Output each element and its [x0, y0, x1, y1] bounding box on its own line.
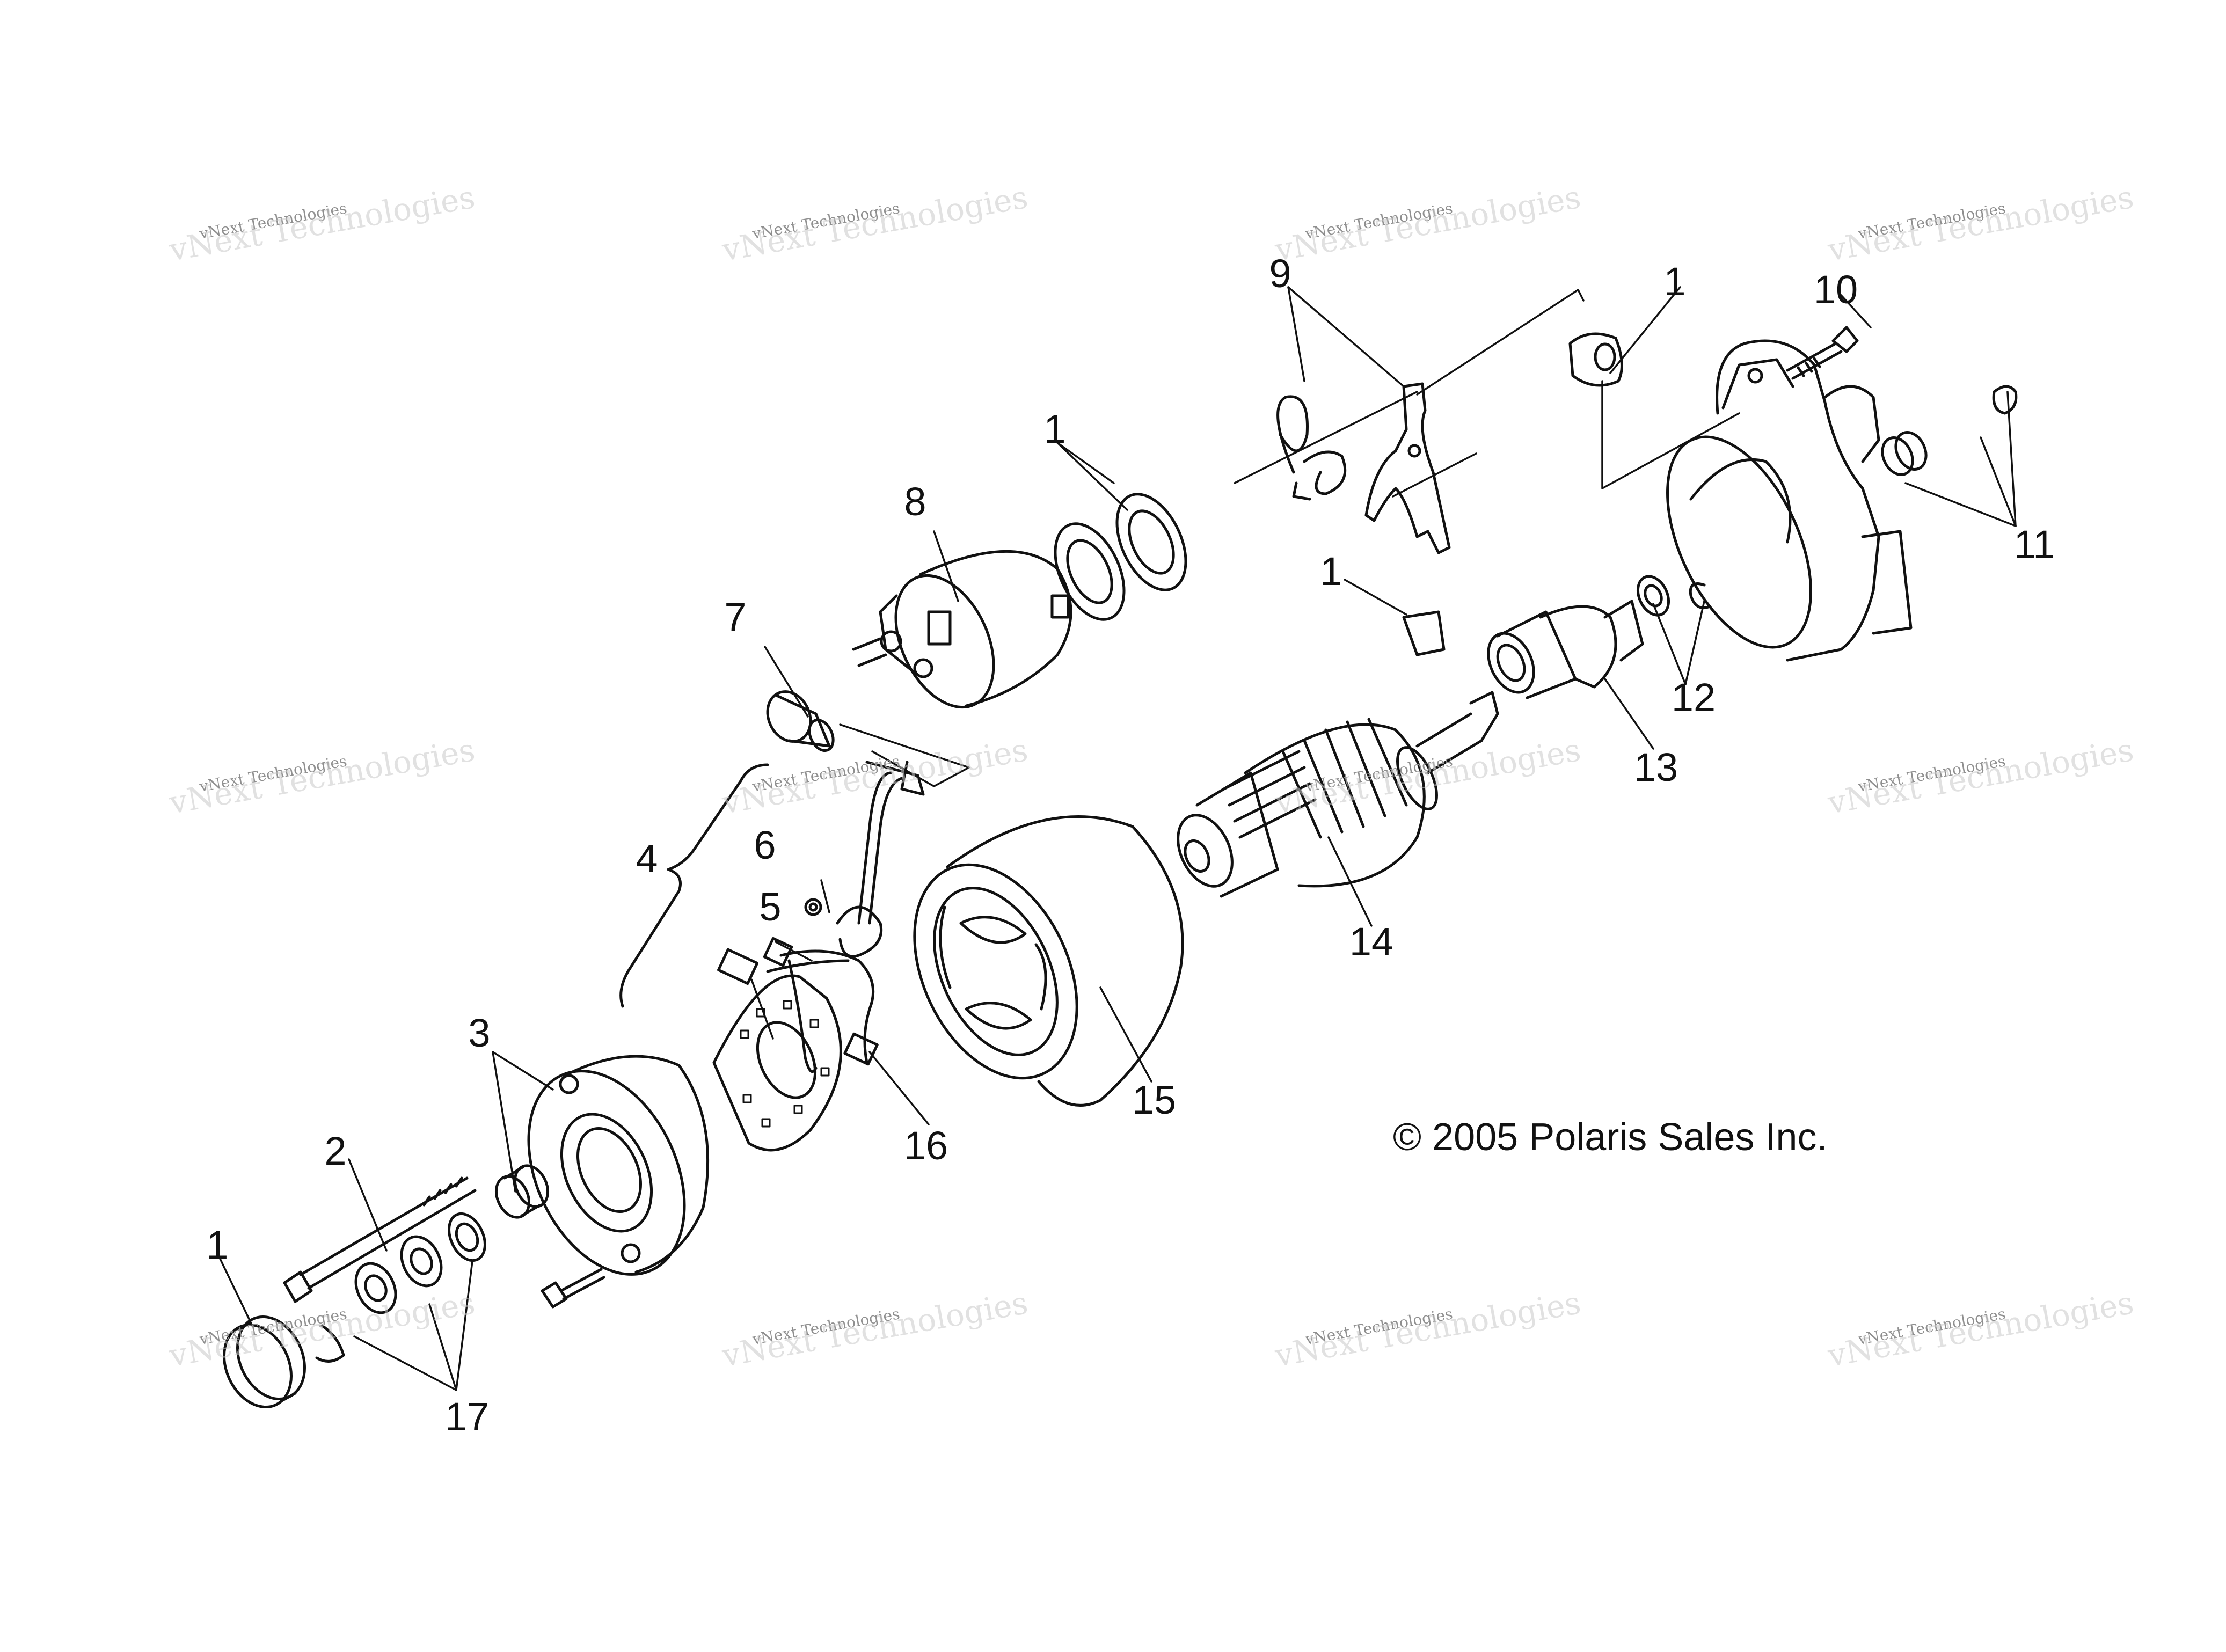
part-plate[interactable]: [1402, 610, 1446, 656]
copyright-notice: © 2005 Polaris Sales Inc.: [1393, 1116, 1828, 1159]
part-end-housing[interactable]: [498, 1046, 716, 1299]
part-armature[interactable]: [1167, 691, 1499, 898]
callout-c6[interactable]: 6: [754, 823, 776, 867]
part-shift-lever[interactable]: [1364, 382, 1451, 554]
part-washers[interactable]: [348, 1208, 492, 1319]
callout-c13[interactable]: 13: [1633, 745, 1678, 790]
part-gaskets[interactable]: [1041, 484, 1200, 631]
callout-c1-plate[interactable]: 1: [1320, 549, 1342, 594]
part-screw[interactable]: [541, 1268, 605, 1309]
part-end-cap[interactable]: [211, 1306, 318, 1418]
callout-c4[interactable]: 4: [636, 836, 658, 881]
callout-c1-cap[interactable]: 1: [206, 1223, 229, 1267]
callout-c1-grommet[interactable]: 1: [1663, 259, 1686, 304]
callout-c8[interactable]: 8: [904, 479, 926, 524]
part-bolt[interactable]: [1786, 326, 1859, 380]
callout-c3[interactable]: 3: [468, 1011, 491, 1055]
part-front-housing[interactable]: [1638, 339, 1913, 669]
bracket-4: [619, 763, 769, 1008]
part-bushings[interactable]: [1877, 385, 2018, 480]
callout-c7[interactable]: 7: [724, 595, 747, 639]
part-spring[interactable]: [1276, 395, 1347, 501]
callout-c15[interactable]: 15: [1132, 1078, 1177, 1122]
part-through-bolt[interactable]: [283, 1176, 477, 1303]
part-washer-clip[interactable]: [1632, 572, 1711, 620]
callout-c5[interactable]: 5: [759, 885, 782, 929]
callout-c11[interactable]: 11: [2013, 522, 2055, 567]
callout-c14[interactable]: 14: [1349, 919, 1394, 964]
callout-c2[interactable]: 2: [324, 1129, 347, 1173]
part-brush-leads[interactable]: [717, 761, 925, 1073]
part-overrunning-clutch[interactable]: [1479, 600, 1644, 700]
part-grommet[interactable]: [1568, 332, 1623, 387]
part-brush-plate[interactable]: [712, 974, 842, 1152]
callout-c17[interactable]: 17: [444, 1394, 490, 1439]
callout-c12[interactable]: 12: [1671, 675, 1716, 720]
part-bushing[interactable]: [490, 1160, 554, 1223]
part-plunger[interactable]: [760, 684, 838, 754]
part-solenoid[interactable]: [852, 550, 1072, 722]
callout-c16[interactable]: 16: [903, 1123, 948, 1168]
callout-c10[interactable]: 10: [1813, 267, 1858, 312]
part-e-clip[interactable]: [315, 1324, 345, 1363]
callout-c1-gasket[interactable]: 1: [1043, 407, 1066, 451]
callout-c9[interactable]: 9: [1269, 251, 1291, 296]
part-field-frame[interactable]: [882, 815, 1184, 1107]
